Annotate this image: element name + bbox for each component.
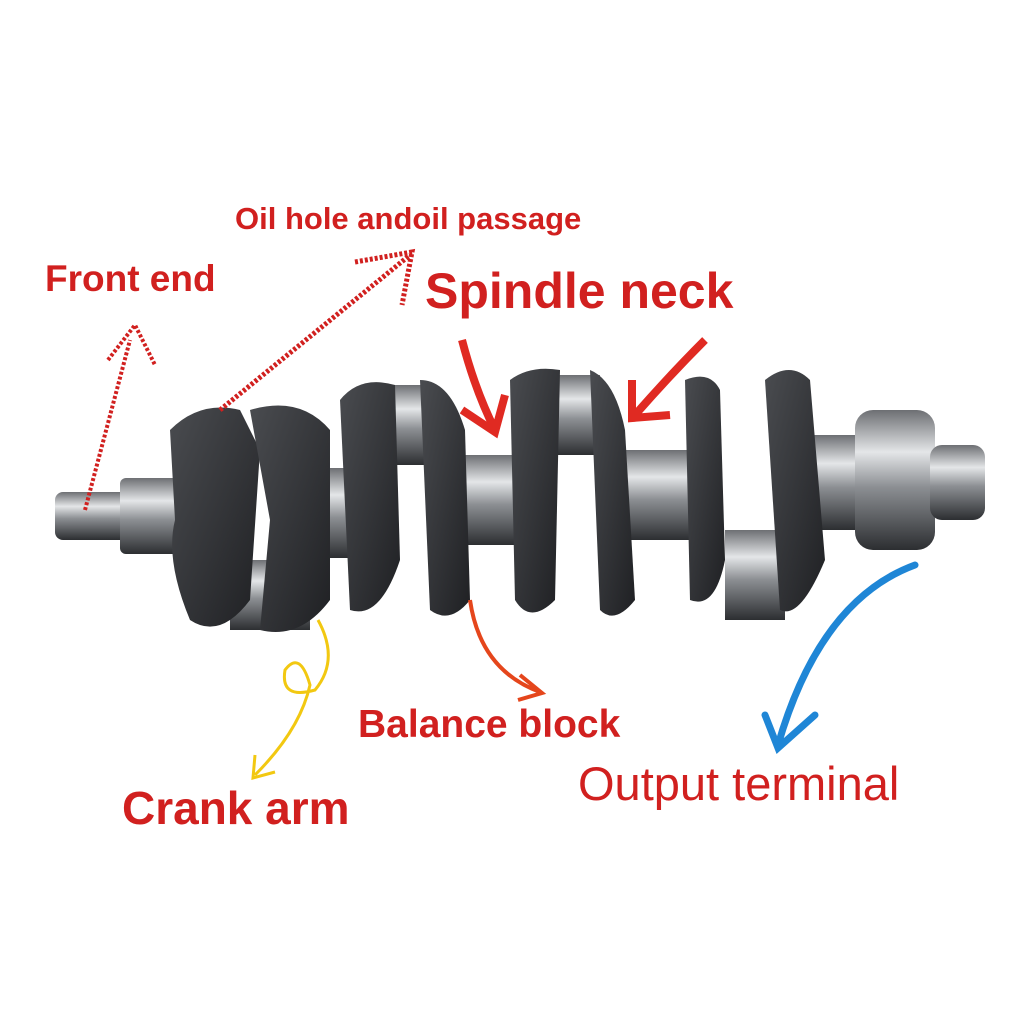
front-end-arrow	[83, 321, 157, 511]
output-terminal-arrow	[761, 561, 919, 754]
oil-hole-arrow	[218, 248, 416, 412]
spindle-neck-arrow-left	[458, 338, 509, 439]
front-end-label: Front end	[45, 258, 216, 299]
crank-arm-label: Crank arm	[122, 782, 350, 834]
crankshaft	[55, 368, 985, 632]
balance-block-arrow	[468, 599, 547, 702]
spindle-neck-arrow-right	[628, 337, 708, 423]
spindle-neck-label: Spindle neck	[425, 263, 734, 319]
crank-arm-arrow	[251, 619, 330, 781]
balance-block-label: Balance block	[358, 703, 621, 746]
output-terminal-label: Output terminal	[578, 757, 900, 810]
oil-hole-label: Oil hole andoil passage	[235, 201, 582, 236]
